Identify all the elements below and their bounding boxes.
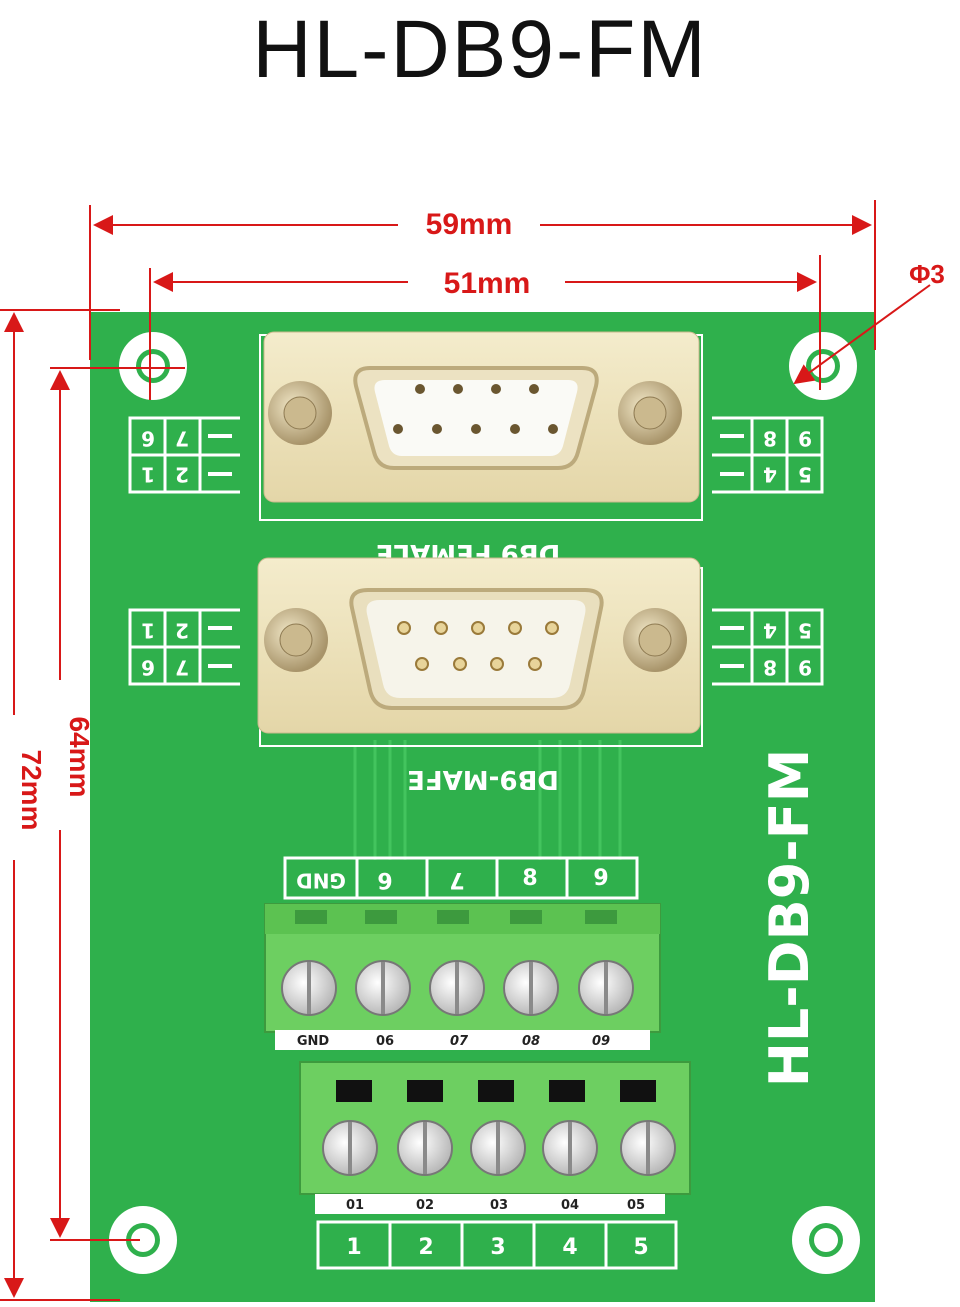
board-vertical-label: HL-DB9-FM [758, 749, 821, 1088]
terminal-label: 06 [376, 1034, 394, 1049]
pin-label: 7 [175, 656, 189, 680]
dimension-height-outer: 72mm [16, 750, 47, 831]
db9-male-label: DB9-MAFE [407, 764, 559, 794]
pcb-traces [353, 740, 622, 860]
mounting-hole-icon [792, 1206, 860, 1274]
bottom-pin-header: 1 2 3 4 5 [316, 1220, 678, 1270]
terminal-block-upper-icon: GND 06 07 08 09 [264, 903, 661, 1050]
pin-table-female-left: 7 6 2 1 [128, 416, 240, 494]
pin-label: 5 [798, 619, 812, 643]
pin-table-male-right: 4 5 8 9 [712, 608, 824, 686]
pin-label: 8 [763, 427, 777, 451]
mounting-hole-icon [789, 332, 857, 400]
header-label: 4 [562, 1235, 577, 1260]
header-label: 1 [346, 1235, 361, 1260]
top-pin-header: GND 6 7 8 9 [283, 856, 639, 900]
terminal-label: 03 [490, 1198, 508, 1213]
mounting-hole-icon [109, 1206, 177, 1274]
header-label: 8 [522, 866, 537, 891]
header-label: 6 [377, 867, 392, 892]
dimension-lines [0, 200, 931, 1301]
pin-label: 2 [175, 619, 189, 643]
pin-label: 6 [141, 427, 155, 451]
terminal-label: 09 [592, 1034, 610, 1049]
header-label: 9 [593, 866, 608, 891]
dimension-height-inner: 64mm [64, 717, 95, 798]
dimension-hole: Φ3 [909, 259, 945, 289]
pin-table-male-left: 2 1 7 6 [128, 608, 240, 686]
terminal-label: 01 [346, 1198, 364, 1213]
terminal-label: 08 [522, 1034, 540, 1049]
terminal-label: 04 [561, 1198, 579, 1213]
header-label: GND [296, 869, 346, 893]
header-label: 3 [490, 1235, 505, 1260]
pin-label: 2 [175, 463, 189, 487]
terminal-label: 02 [416, 1198, 434, 1213]
terminal-label: 05 [627, 1198, 645, 1213]
mounting-hole-icon [119, 332, 187, 400]
pin-label: 5 [798, 463, 812, 487]
pin-label: 9 [798, 656, 812, 680]
db9-male-connector-icon [257, 557, 701, 734]
dimension-width-outer: 59mm [426, 208, 513, 241]
terminal-label: 07 [450, 1034, 469, 1049]
pin-label: 4 [763, 463, 777, 487]
pin-label: 6 [141, 656, 155, 680]
page-title: HL-DB9-FM [252, 4, 708, 95]
db9-female-connector-icon [263, 331, 700, 503]
pin-label: 1 [141, 619, 155, 643]
pin-label: 4 [763, 619, 777, 643]
pin-label: 9 [798, 427, 812, 451]
terminal-label: GND [297, 1034, 330, 1049]
header-label: 7 [449, 867, 464, 892]
terminal-block-lower-icon: 01 02 03 04 05 [299, 1061, 691, 1214]
pin-label: 1 [141, 463, 155, 487]
dimension-width-inner: 51mm [444, 267, 531, 300]
header-label: 2 [418, 1235, 433, 1260]
pin-table-female-right: 8 9 4 5 [712, 416, 824, 494]
pin-label: 7 [175, 427, 189, 451]
header-label: 5 [633, 1235, 648, 1260]
pin-label: 8 [763, 656, 777, 680]
